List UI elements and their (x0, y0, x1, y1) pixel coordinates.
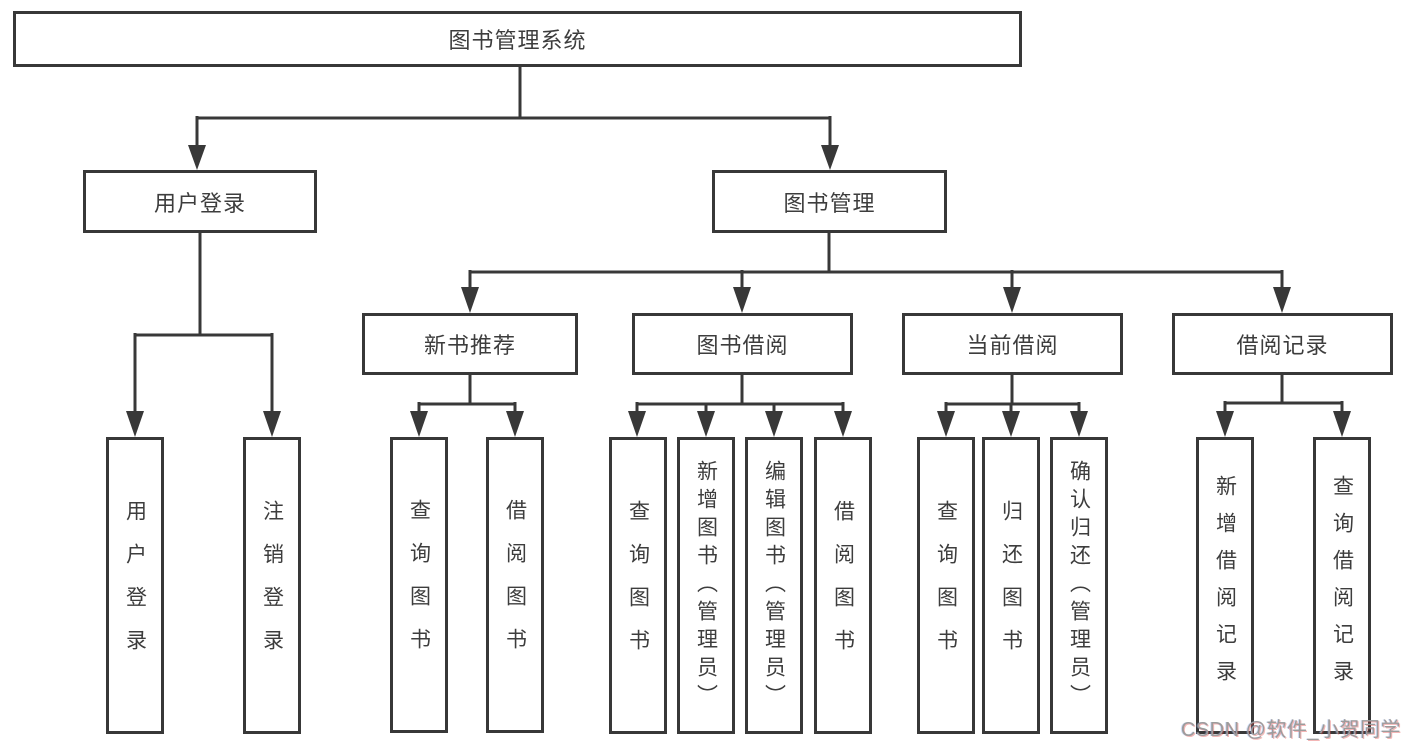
leaf-edit-book-admin-label: 编辑图书（管理员） (762, 459, 786, 712)
node-book-borrow: 图书借阅 (632, 313, 853, 375)
leaf-query-books-1: 查询图书 (390, 437, 448, 733)
leaf-borrow-books-1-label: 借阅图书 (503, 499, 527, 671)
node-borrow-records: 借阅记录 (1172, 313, 1393, 375)
leaf-query-borrow-record-label: 查询借阅记录 (1330, 474, 1354, 697)
leaf-borrow-books-2: 借阅图书 (814, 437, 872, 734)
node-current-borrow: 当前借阅 (902, 313, 1123, 375)
leaf-query-borrow-record: 查询借阅记录 (1313, 437, 1371, 734)
leaf-edit-book-admin: 编辑图书（管理员） (745, 437, 803, 734)
leaf-logout-label: 注销登录 (260, 499, 284, 672)
node-new-book-recommend: 新书推荐 (362, 313, 578, 375)
node-new-book-recommend-label: 新书推荐 (423, 333, 516, 358)
leaf-borrow-books-1: 借阅图书 (486, 437, 544, 733)
leaf-query-books-2: 查询图书 (609, 437, 667, 734)
leaf-query-books-2-label: 查询图书 (626, 499, 650, 672)
arrowheads (126, 145, 1351, 437)
leaf-borrow-books-2-label: 借阅图书 (831, 499, 855, 672)
node-book-management: 图书管理 (712, 170, 947, 233)
leaf-query-books-3: 查询图书 (917, 437, 975, 734)
node-root: 图书管理系统 (13, 11, 1022, 67)
leaf-logout: 注销登录 (243, 437, 301, 734)
leaf-add-borrow-record: 新增借阅记录 (1196, 437, 1254, 734)
node-book-management-label: 图书管理 (783, 190, 876, 216)
leaf-query-books-1-label: 查询图书 (407, 499, 431, 671)
leaf-add-borrow-record-label: 新增借阅记录 (1213, 474, 1237, 697)
csdn-watermark: CSDN @软件_小贺同学 (1180, 719, 1401, 741)
leaf-query-books-3-label: 查询图书 (934, 499, 958, 672)
leaf-confirm-return-admin-label: 确认归还（管理员） (1067, 459, 1091, 712)
leaf-add-book-admin: 新增图书（管理员） (677, 437, 735, 734)
leaf-return-book-label: 归还图书 (999, 499, 1023, 672)
node-user-login: 用户登录 (83, 170, 317, 233)
node-borrow-records-label: 借阅记录 (1236, 333, 1329, 358)
leaf-user-login-label: 用户登录 (123, 499, 147, 672)
node-book-borrow-label: 图书借阅 (696, 333, 789, 358)
leaf-add-book-admin-label: 新增图书（管理员） (694, 459, 718, 712)
node-current-borrow-label: 当前借阅 (966, 333, 1059, 358)
leaf-user-login: 用户登录 (106, 437, 164, 734)
leaf-return-book: 归还图书 (982, 437, 1040, 734)
node-root-label: 图书管理系统 (448, 28, 587, 53)
leaf-confirm-return-admin: 确认归还（管理员） (1050, 437, 1108, 734)
node-user-login-label: 用户登录 (153, 190, 246, 216)
